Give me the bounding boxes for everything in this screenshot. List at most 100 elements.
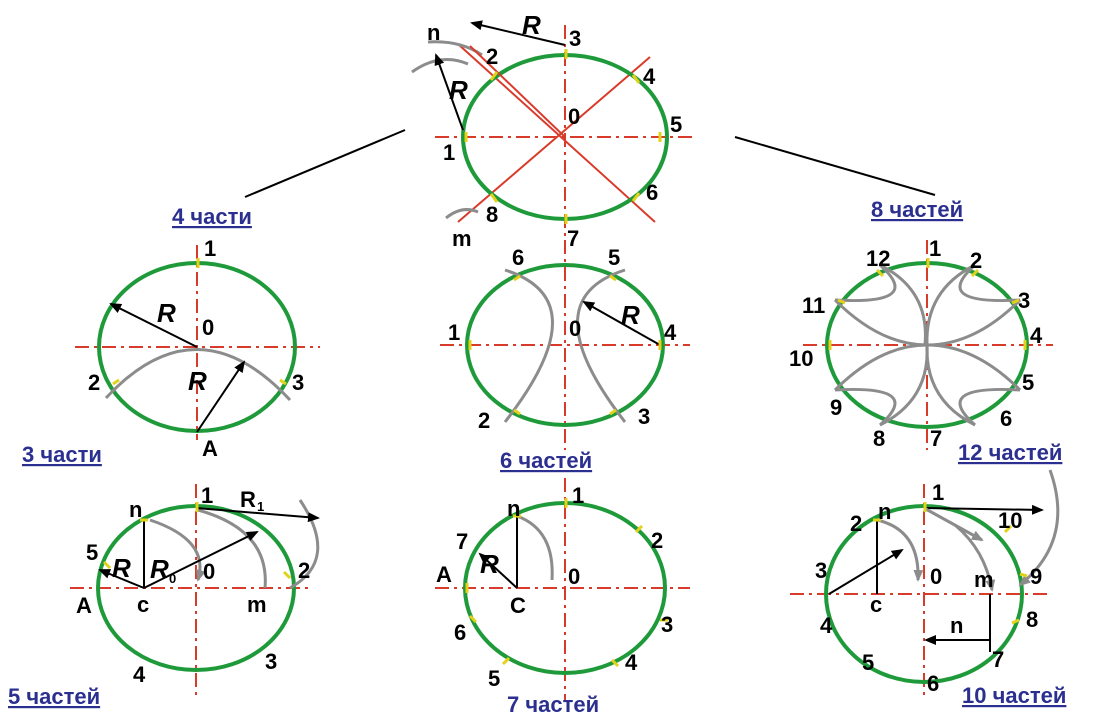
- label-center: 0: [568, 104, 580, 129]
- label-7: 7: [456, 529, 468, 554]
- diagram-12-parts: 12 1 2 11 3 4 10 5 9 6 8 7: [789, 236, 1053, 451]
- caption-12-parts: 12 частей: [958, 440, 1062, 465]
- label-R0-sub: 0: [169, 571, 176, 586]
- caption-5-parts: 5 частей: [8, 684, 100, 709]
- label-A: A: [76, 593, 92, 618]
- label-4: 4: [820, 613, 833, 638]
- label-3: 3: [661, 612, 673, 637]
- label-center: 0: [202, 315, 214, 340]
- label-R: R: [480, 549, 499, 579]
- label-R-left: R: [449, 75, 468, 105]
- caption-4-parts: 4 части: [172, 204, 252, 229]
- label-m: m: [247, 592, 267, 617]
- diagram-3-parts: 1 R 0 R 2 3 A: [75, 236, 320, 461]
- label-R-1: R: [157, 298, 176, 328]
- label-3: 3: [292, 370, 304, 395]
- label-R: R: [621, 300, 640, 330]
- label-4: 4: [133, 662, 146, 687]
- caption-3-parts: 3 части: [22, 442, 102, 467]
- label-2: 2: [88, 370, 100, 395]
- label-R-top: R: [522, 10, 541, 40]
- label-10: 10: [998, 508, 1022, 533]
- label-m: m: [452, 226, 472, 251]
- label-11: 11: [802, 293, 825, 318]
- label-R1: R: [240, 487, 256, 512]
- label-n: n: [129, 497, 142, 522]
- label-9: 9: [830, 395, 842, 420]
- label-7: 7: [567, 226, 579, 251]
- label-center: 0: [568, 564, 580, 589]
- label-4: 4: [664, 320, 677, 345]
- diagram-5-parts: n 1 R 1 5 R R 0 0 2 A c m 4 3: [70, 483, 320, 696]
- label-6: 6: [927, 671, 939, 696]
- label-1: 1: [443, 140, 455, 165]
- label-R1-sub: 1: [257, 499, 264, 514]
- label-c: c: [137, 592, 149, 617]
- top-diagram: n R 3 2 R 4 0 5 1 6 8 m 7: [411, 10, 695, 251]
- label-1: 1: [929, 236, 941, 261]
- caption-7-parts: 7 частей: [507, 692, 599, 714]
- label-1: 1: [572, 483, 584, 508]
- label-6: 6: [454, 620, 466, 645]
- label-2: 2: [298, 558, 310, 583]
- label-1: 1: [448, 320, 460, 345]
- label-7: 7: [992, 647, 1004, 672]
- label-5: 5: [86, 540, 98, 565]
- label-6: 6: [646, 180, 658, 205]
- label-n: n: [878, 499, 891, 524]
- connector-right: [734, 136, 936, 196]
- label-n: n: [507, 496, 520, 521]
- label-center: 0: [930, 564, 942, 589]
- label-2: 2: [478, 408, 490, 433]
- label-12: 12: [866, 246, 890, 271]
- label-4: 4: [625, 650, 638, 675]
- label-8: 8: [486, 202, 498, 227]
- label-1: 1: [932, 480, 944, 505]
- label-3: 3: [638, 404, 650, 429]
- label-10: 10: [789, 346, 813, 371]
- caption-8-parts: 8 частей: [871, 197, 963, 222]
- label-m: m: [974, 567, 994, 592]
- label-2: 2: [651, 528, 663, 553]
- label-5: 5: [862, 650, 874, 675]
- label-center: 0: [569, 316, 581, 341]
- label-5: 5: [488, 666, 500, 691]
- label-6: 6: [512, 245, 524, 270]
- label-4: 4: [643, 64, 656, 89]
- label-A: A: [436, 562, 452, 587]
- label-3: 3: [265, 649, 277, 674]
- diagram-10-parts: n 1 2 10 3 0 m 9 c n 4 8 5 7 6: [790, 469, 1060, 700]
- label-6: 6: [1000, 406, 1012, 431]
- label-3: 3: [815, 558, 827, 583]
- label-2: 2: [970, 248, 982, 273]
- label-R0: R: [150, 554, 169, 584]
- label-n: n: [427, 20, 440, 45]
- label-2: 2: [486, 44, 498, 69]
- label-8: 8: [873, 426, 885, 451]
- label-5: 5: [1022, 370, 1034, 395]
- label-c: c: [870, 592, 882, 617]
- diagram-6-parts: 6 5 1 0 R 4 2 3: [440, 240, 690, 450]
- label-2: 2: [850, 511, 862, 536]
- label-3: 3: [1018, 288, 1030, 313]
- label-R-2: R: [188, 366, 207, 396]
- label-C: C: [510, 593, 526, 618]
- diagram-7-parts: n 1 7 2 R A 0 C 6 3 5 4: [435, 478, 690, 700]
- label-R: R: [112, 553, 131, 583]
- label-4: 4: [1030, 323, 1043, 348]
- label-5: 5: [670, 112, 682, 137]
- label-7: 7: [930, 426, 942, 451]
- label-1: 1: [201, 483, 213, 508]
- label-3: 3: [569, 26, 581, 51]
- label-center: 0: [203, 559, 215, 584]
- label-A: A: [202, 436, 218, 461]
- label-5: 5: [608, 245, 620, 270]
- label-1: 1: [204, 236, 216, 261]
- caption-6-parts: 6 частей: [500, 448, 592, 473]
- label-n-2: n: [950, 613, 963, 638]
- caption-10-parts: 10 частей: [962, 683, 1066, 708]
- label-9: 9: [1030, 564, 1042, 589]
- label-8: 8: [1026, 607, 1038, 632]
